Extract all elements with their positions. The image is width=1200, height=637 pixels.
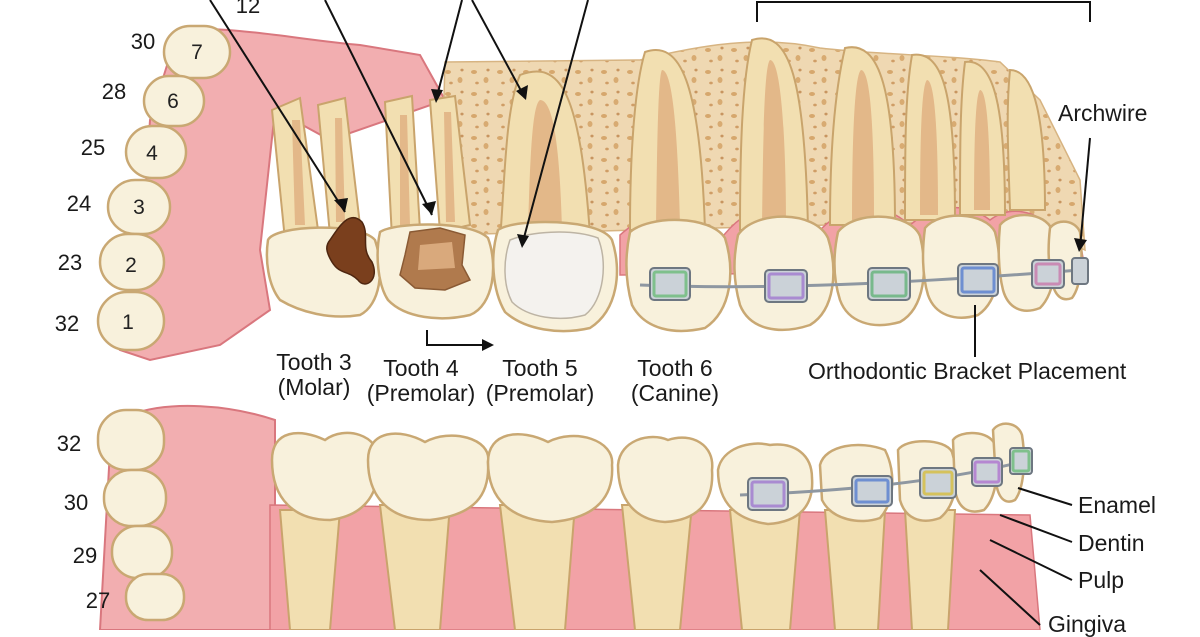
tooth-3-decay (326, 216, 375, 285)
tooth-number: 1 (122, 311, 134, 334)
archwire-label: Archwire (1058, 100, 1148, 126)
tooth-6-label: Tooth 6(Canine) (630, 355, 720, 406)
upper-left-number: 12 (235, 0, 261, 18)
upper-jaw (96, 24, 1089, 362)
tooth-number: 6 (167, 90, 179, 113)
tooth-number: 2 (125, 254, 137, 277)
tooth-5-label: Tooth 5(Premolar) (485, 355, 595, 406)
enamel-label: Enamel (1078, 492, 1156, 518)
upper-occlusal-teeth (96, 24, 232, 352)
tooth-number: 3 (133, 196, 145, 219)
tooth-4-label: Tooth 4(Premolar) (366, 355, 476, 406)
tooth-3-label: Tooth 3(Molar) (276, 349, 352, 400)
pulp-label: Pulp (1078, 567, 1125, 593)
tooth-number: 7 (191, 41, 203, 64)
arrowheads (334, 85, 1087, 351)
gingiva-label: Gingiva (1048, 611, 1126, 637)
upper-left-number: 25 (80, 135, 106, 160)
upper-left-number: 32 (54, 311, 80, 336)
upper-brackets (649, 257, 1089, 303)
lower-left-number: 30 (63, 490, 89, 515)
lower-left-number: 32 (56, 431, 82, 456)
upper-pulp-canals (292, 60, 990, 230)
lower-occlusal-teeth (96, 408, 186, 622)
bracket-placement-label: Orthodontic Bracket Placement (808, 358, 1127, 384)
lower-left-number: 27 (85, 588, 111, 613)
annotation-lines (209, 0, 1091, 357)
tooth-5-restoration (504, 231, 604, 320)
layer-leader-lines (979, 487, 1073, 626)
lower-left-number: 29 (72, 543, 98, 568)
upper-left-number: 23 (57, 250, 83, 275)
upper-left-number: 24 (66, 191, 92, 216)
upper-left-number: 28 (101, 79, 127, 104)
lower-jaw (96, 404, 1073, 631)
upper-left-number: 30 (130, 29, 156, 54)
dentin-label: Dentin (1078, 530, 1145, 556)
lower-brackets (747, 447, 1033, 511)
tooth-number: 4 (146, 142, 158, 165)
